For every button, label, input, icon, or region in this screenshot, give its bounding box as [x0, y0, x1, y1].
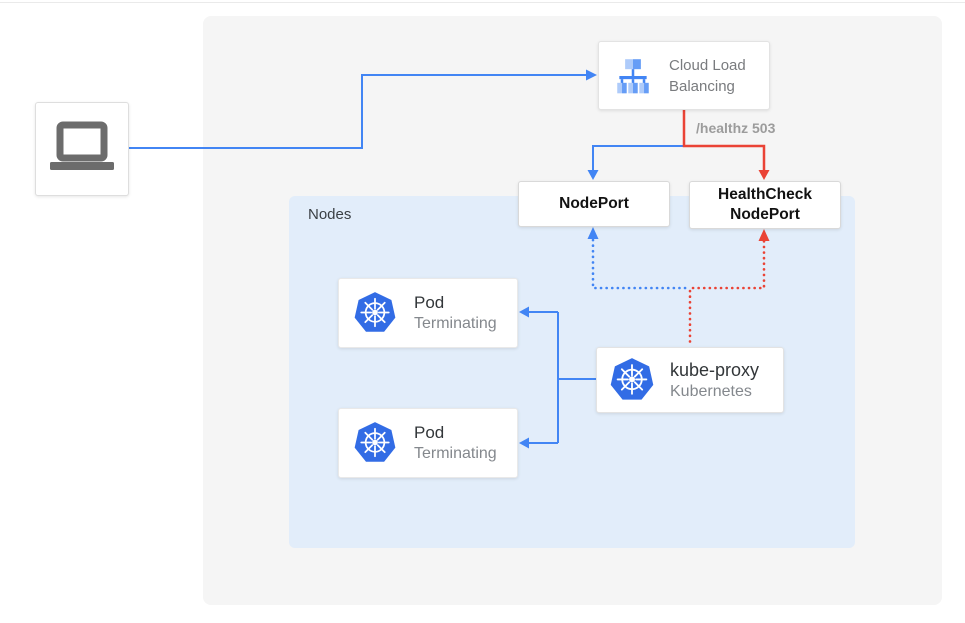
kube-proxy-box: kube-proxy Kubernetes [596, 347, 784, 413]
pod-box-2: Pod Terminating [338, 408, 518, 478]
pod-status: Terminating [414, 445, 497, 462]
pod-text: Pod Terminating [414, 422, 497, 464]
pod-title: Pod [414, 293, 445, 312]
top-divider [0, 2, 965, 3]
healthcheck-nodeport-label: HealthCheck NodePort [718, 186, 812, 223]
kube-proxy-text: kube-proxy Kubernetes [670, 359, 759, 402]
kubernetes-icon [354, 292, 396, 332]
kubernetes-icon [610, 358, 654, 400]
cloud-load-balancing-box: Cloud Load Balancing [598, 41, 770, 110]
pod-text: Pod Terminating [414, 292, 497, 334]
laptop-icon [50, 121, 114, 170]
pod-status: Terminating [414, 315, 497, 332]
pod-title: Pod [414, 423, 445, 442]
healthcheck-nodeport-box: HealthCheck NodePort [689, 181, 841, 229]
pod-box-1: Pod Terminating [338, 278, 518, 348]
cloud-load-balancing-label: Cloud Load Balancing [669, 56, 746, 95]
nodeport-box: NodePort [518, 181, 670, 227]
kube-proxy-title: kube-proxy [670, 359, 760, 380]
nodes-group-label: Nodes [308, 206, 352, 223]
healthz-503-label: /healthz 503 [696, 120, 776, 136]
client-box [35, 102, 129, 196]
nodeport-label: NodePort [559, 195, 629, 212]
kubernetes-icon [354, 422, 396, 462]
kube-proxy-subtitle: Kubernetes [670, 382, 752, 400]
cloud-load-balancing-icon [617, 58, 649, 93]
